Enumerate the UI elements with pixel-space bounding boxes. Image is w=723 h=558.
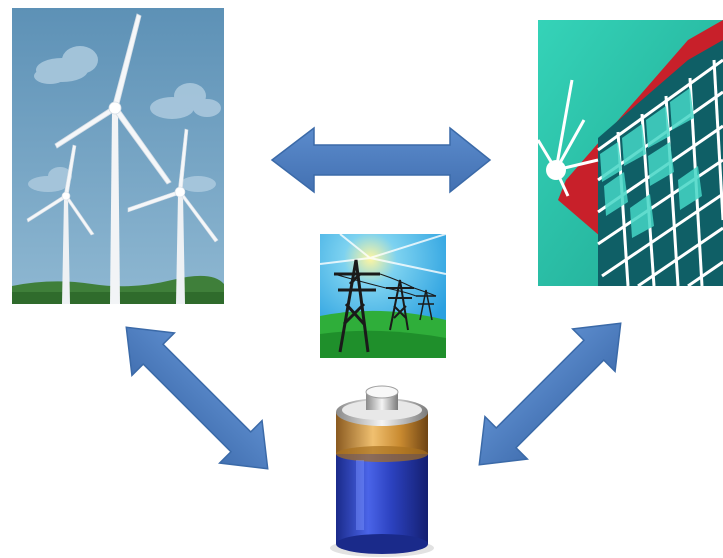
solar-panel-icon	[538, 20, 723, 286]
solar-storage-arrow	[478, 322, 622, 466]
wind-storage-arrow	[125, 326, 269, 470]
wind-turbines-icon	[12, 8, 224, 304]
battery-icon	[330, 382, 434, 558]
power-transmission-tower-icon	[320, 234, 446, 358]
wind-solar-arrow	[270, 126, 492, 194]
